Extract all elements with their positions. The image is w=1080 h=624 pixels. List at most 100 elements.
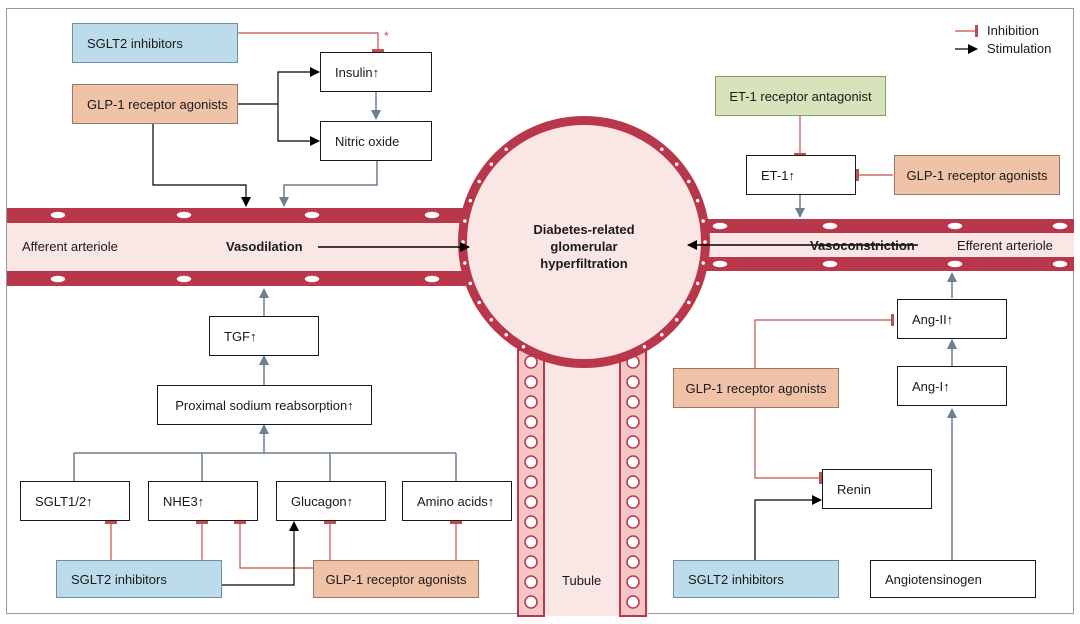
sglt2-inhibitors-box-bottom-left: SGLT2 inhibitors [56,560,222,598]
nitric-oxide-box: Nitric oxide [320,121,432,161]
glomerular-cell [699,217,707,225]
glomerular-cell [459,238,467,246]
afferent-endothelial-cell [175,274,193,284]
afferent-endothelial-cell [423,274,441,284]
tubule-cell [626,575,640,589]
afferent-arteriole-label: Afferent arteriole [22,239,118,254]
afferent-endothelial-cell [303,274,321,284]
glomerular-cell [699,259,707,267]
glomerular-hyperfiltration-label: Diabetes-related glomerular hyperfiltrat… [533,222,635,271]
tubule-cell [524,515,538,529]
glomerular-cell [658,331,666,338]
tubule-structure [517,340,648,617]
sglt2-inhibitors-box-bottom-right: SGLT2 inhibitors [673,560,839,598]
tubule-cell [626,415,640,429]
renin-box: Renin [822,469,932,509]
efferent-endothelial-cell [821,221,839,231]
glomerular-cell [694,197,701,204]
ang1-box: Ang-I↑ [897,366,1007,406]
efferent-endothelial-cell [946,221,964,231]
glp1-agonists-box-bottom-left: GLP-1 receptor agonists [313,560,479,598]
glomerular-cell [461,217,469,225]
glomerular-cell [467,197,474,204]
ang2-box: Ang-II↑ [897,299,1007,339]
glomerular-cell [475,299,483,306]
tubule-cell [524,375,538,389]
tubule-cell [524,395,538,409]
efferent-endothelial-cell [1051,259,1069,269]
efferent-arteriole-vessel [700,219,1074,271]
afferent-endothelial-cell [175,210,193,220]
angiotensinogen-box: Angiotensinogen [870,560,1036,598]
glomerular-cell [694,280,701,287]
tubule-cell [626,435,640,449]
glomerular-cell [641,343,648,351]
right-pathway-lines [687,116,957,560]
tubule-cell [524,575,538,589]
top-left-pathway-lines [152,32,384,207]
tubule-cell [524,435,538,449]
tubule-label: Tubule [562,573,602,588]
tubule-cell [626,375,640,389]
glomerular-cell [467,280,474,287]
tgf-box: TGF↑ [209,316,319,356]
glucagon-box: Glucagon↑ [276,481,386,521]
asterisk-note: * [384,29,389,43]
glp1-agonists-box-right-mid: GLP-1 receptor agonists [673,368,839,408]
glomerular-cell [488,160,495,168]
glp1-agonists-box-top-left: GLP-1 receptor agonists [72,84,238,124]
glomerular-cell [502,146,510,153]
afferent-endothelial-cell [423,210,441,220]
tubule-cell [626,515,640,529]
et1-box: ET-1↑ [746,155,856,195]
tubule-cell [524,495,538,509]
efferent-endothelial-cell [946,259,964,269]
glomerular-cell [685,299,693,306]
legend-marks [955,25,978,54]
glomerular-cell [520,343,527,351]
legend-inhibition-label: Inhibition [987,23,1040,38]
efferent-endothelial-cell [711,221,729,231]
proximal-sodium-reabsorption-box: Proximal sodium reabsorption↑ [157,385,372,425]
glomerular-cell [673,160,680,168]
tubule-cell [626,395,640,409]
amino-acids-box: Amino acids↑ [402,481,512,521]
sglt2-inhibitors-box-top: SGLT2 inhibitors [72,23,238,63]
afferent-endothelial-cell [303,210,321,220]
tubule-cell [524,535,538,549]
efferent-arteriole-label: Efferent arteriole [957,238,1053,253]
efferent-endothelial-cell [711,259,729,269]
nhe3-box: NHE3↑ [148,481,258,521]
efferent-endothelial-cell [1051,221,1069,231]
glomerular-cell [685,178,693,185]
glomerular-cell [461,259,469,267]
tubule-cell [524,455,538,469]
tubule-cell [626,535,640,549]
tubule-cell [626,455,640,469]
tubule-cell [524,595,538,609]
vasodilation-label: Vasodilation [226,239,303,254]
glomerular-cell [488,316,495,324]
afferent-endothelial-cell [49,274,67,284]
glomerular-cell [502,331,510,338]
tubule-cell [626,475,640,489]
sglt12-box: SGLT1/2↑ [20,481,130,521]
vasoconstriction-label: Vasoconstriction [810,238,915,253]
et1-receptor-antagonist-box: ET-1 receptor antagonist [715,76,886,116]
afferent-arteriole-vessel [7,208,470,286]
glomerular-cell [701,238,709,246]
glomerular-cell [475,178,483,185]
tubule-cell [524,555,538,569]
tubule-cell [626,595,640,609]
tubule-cell [524,475,538,489]
insulin-box: Insulin↑ [320,52,432,92]
legend-stimulation-label: Stimulation [987,41,1052,56]
glomerular-cell [658,146,666,153]
tubule-cell [524,415,538,429]
afferent-endothelial-cell [49,210,67,220]
glp1-agonists-box-top-right: GLP-1 receptor agonists [894,155,1060,195]
tubule-cell [626,495,640,509]
tubule-cell [626,555,640,569]
